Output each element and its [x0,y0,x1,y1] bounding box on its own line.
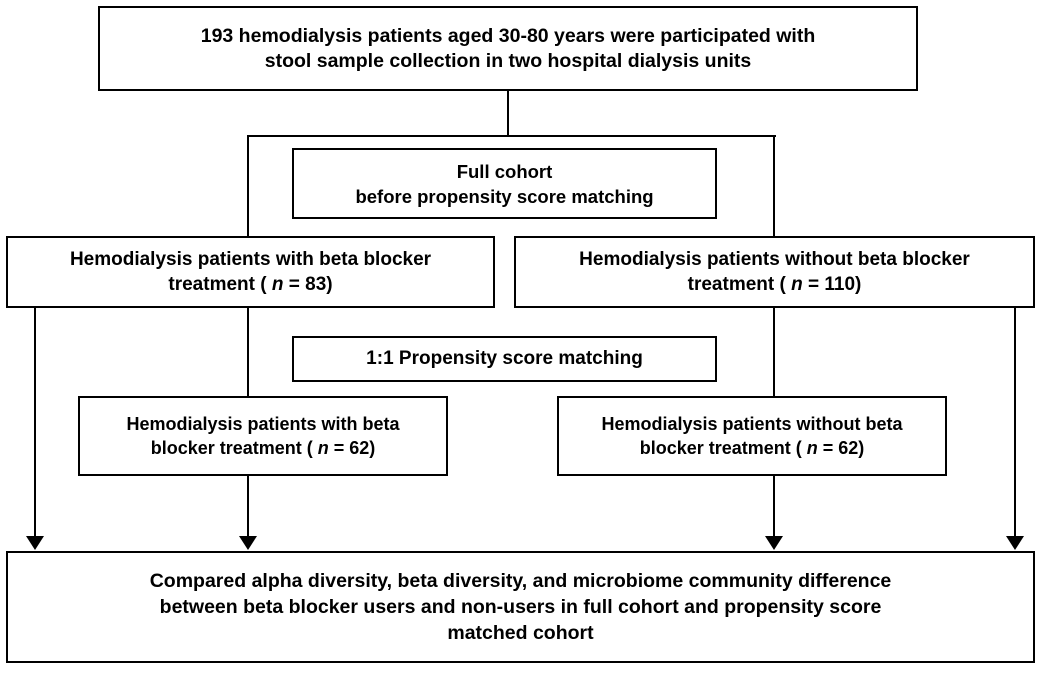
arrowhead-bbpsm-to-bottom [239,536,257,550]
connector-bbpsm-to-bottom-line [247,476,249,537]
connector-nobbfull-to-bottom-line [1014,308,1016,537]
arrowhead-nobbfull-to-bottom [1006,536,1024,550]
node-bb-full-line1: Hemodialysis patients with beta blocker [69,249,432,270]
node-bb-full-line2-pre: treatment ( [168,274,272,295]
node-bb-psm-line1: Hemodialysis patients with beta [126,414,400,434]
node-nobb-full-line2-post: = 110) [802,274,862,295]
node-nobb-full-text: Hemodialysis patients without beta block… [516,247,1033,297]
node-enrolled-line1: 193 hemodialysis patients aged 30-80 yea… [200,24,816,47]
node-bb-psm-n-symbol: n [317,438,329,458]
node-outcome-comparison: Compared alpha diversity, beta diversity… [6,551,1035,663]
node-beta-blocker-matched-cohort: Hemodialysis patients with beta blocker … [78,396,448,476]
node-full-cohort-label: Full cohort before propensity score matc… [292,148,717,219]
node-full-cohort-line1: Full cohort [456,160,553,182]
node-full-cohort-line2: before propensity score matching [355,185,654,207]
arrowhead-nobbpsm-to-bottom [765,536,783,550]
node-nobb-psm-text: Hemodialysis patients without beta block… [559,412,945,460]
node-no-beta-blocker-matched-cohort: Hemodialysis patients without beta block… [557,396,947,476]
connector-top-stem [507,91,509,137]
node-outcome-line3: matched cohort [447,622,594,644]
connector-nobbpsm-to-bottom-line [773,476,775,537]
node-nobb-full-line2-pre: treatment ( [687,274,792,295]
connector-left-branch [247,135,249,236]
node-nobb-psm-n-symbol: n [806,438,818,458]
connector-bbfull-to-bbpsm [247,308,249,396]
node-outcome-line2: between beta blocker users and non-users… [159,596,882,618]
node-psm-text: 1:1 Propensity score matching [366,348,643,369]
connector-bbfull-to-bottom-line [34,308,36,537]
connector-right-branch [773,135,775,236]
node-outcome-line1: Compared alpha diversity, beta diversity… [149,570,892,592]
node-bb-full-line2-post: = 83) [283,274,333,295]
node-nobb-full-n-symbol: n [791,274,803,295]
node-bb-psm-line2-pre: blocker treatment ( [150,438,318,458]
node-nobb-psm-line2-pre: blocker treatment ( [639,438,807,458]
node-no-beta-blocker-full-cohort: Hemodialysis patients without beta block… [514,236,1035,308]
node-bb-psm-text: Hemodialysis patients with beta blocker … [80,412,446,460]
node-enrolled-patients-text: 193 hemodialysis patients aged 30-80 yea… [100,24,916,74]
node-beta-blocker-full-cohort: Hemodialysis patients with beta blocker … [6,236,495,308]
node-bb-psm-line2-post: = 62) [328,438,376,458]
node-bb-full-n-symbol: n [271,274,284,295]
connector-nobbfull-to-nobbpsm [773,308,775,396]
node-outcome-text: Compared alpha diversity, beta diversity… [8,568,1033,646]
connector-split-bar [247,135,776,137]
node-nobb-full-line1: Hemodialysis patients without beta block… [579,249,970,270]
node-nobb-psm-line1: Hemodialysis patients without beta [601,414,903,434]
arrowhead-bbfull-to-bottom [26,536,44,550]
node-full-cohort-text: Full cohort before propensity score matc… [294,159,715,209]
node-nobb-psm-line2-post: = 62) [817,438,865,458]
node-enrolled-patients: 193 hemodialysis patients aged 30-80 yea… [98,6,918,91]
node-enrolled-line2: stool sample collection in two hospital … [264,49,752,72]
node-propensity-score-matching: 1:1 Propensity score matching [292,336,717,382]
node-bb-full-text: Hemodialysis patients with beta blocker … [8,247,493,297]
